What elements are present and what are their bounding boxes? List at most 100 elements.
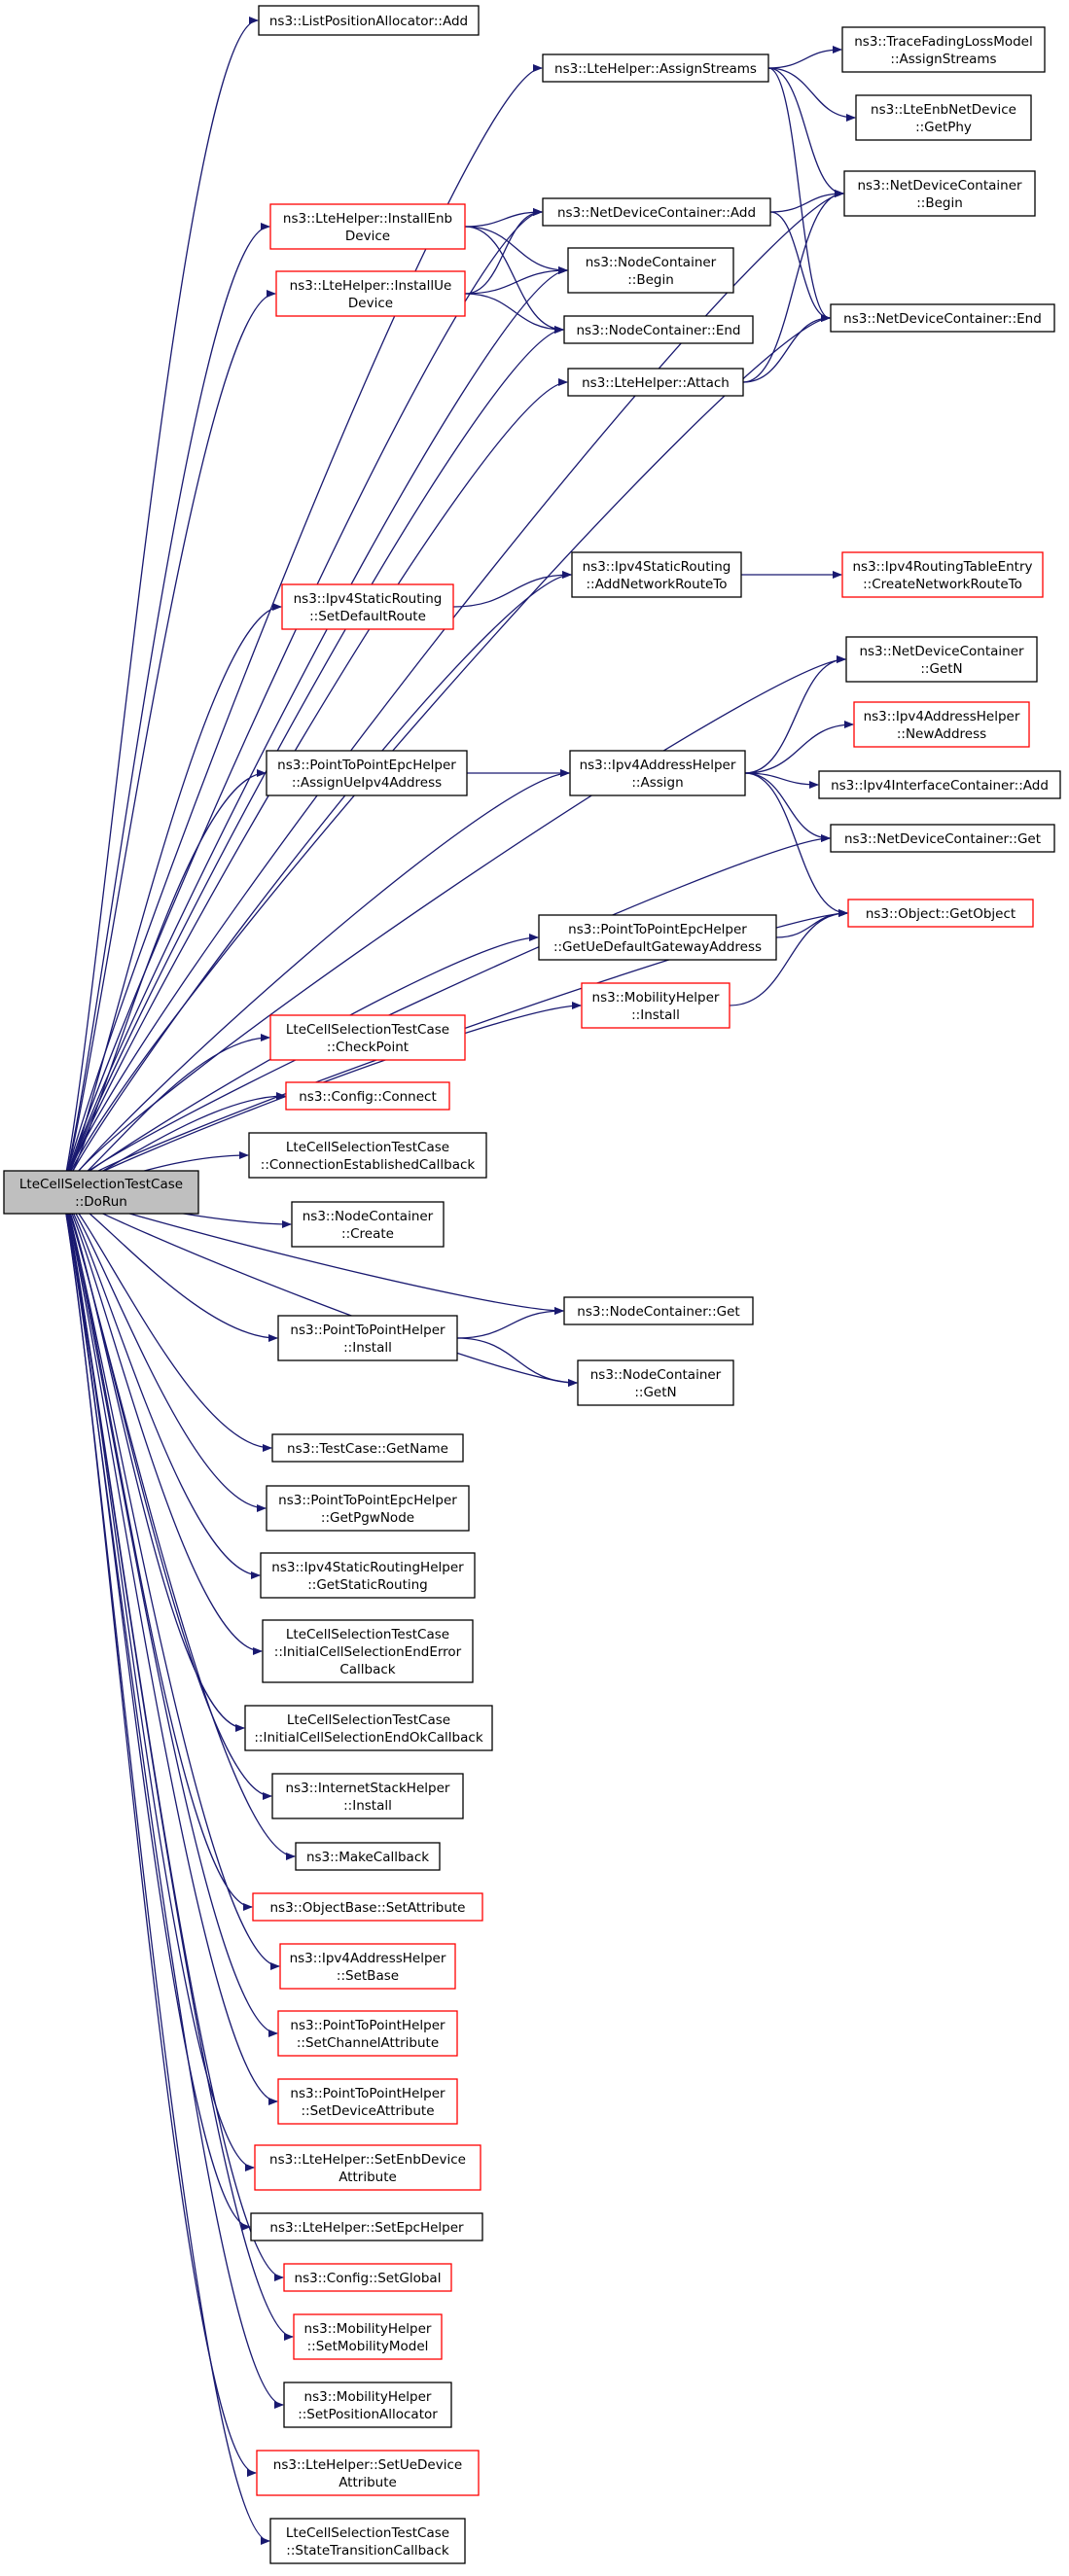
node-label: ns3::LteHelper::SetUeDevice bbox=[273, 2457, 462, 2473]
function-node[interactable]: ns3::Ipv4AddressHelper::SetBase bbox=[279, 1943, 456, 1990]
node-label: Callback bbox=[339, 1662, 395, 1677]
node-label: ns3::Config::Connect bbox=[299, 1089, 437, 1105]
function-node[interactable]: ns3::LteHelper::SetEpcHelper bbox=[250, 2212, 483, 2241]
function-node[interactable]: ns3::LteHelper::Attach bbox=[567, 368, 744, 397]
function-node[interactable]: ns3::NodeContainer::End bbox=[563, 315, 754, 344]
function-node[interactable]: ns3::LteHelper::AssignStreams bbox=[542, 53, 769, 83]
node-label: LteCellSelectionTestCase bbox=[286, 1627, 449, 1642]
function-node[interactable]: LteCellSelectionTestCase::ConnectionEsta… bbox=[248, 1132, 487, 1179]
function-node[interactable]: ns3::Ipv4StaticRouting::SetDefaultRoute bbox=[281, 583, 454, 630]
function-node[interactable]: ns3::Ipv4StaticRouting::AddNetworkRouteT… bbox=[571, 551, 742, 598]
call-edge bbox=[744, 772, 819, 789]
node-label: ::Install bbox=[631, 1007, 680, 1023]
node-label: ::InitialCellSelectionEndError bbox=[274, 1644, 462, 1660]
function-node[interactable]: ns3::Ipv4AddressHelper::NewAddress bbox=[853, 701, 1030, 748]
function-node[interactable]: ns3::MakeCallback bbox=[295, 1842, 441, 1871]
call-edge bbox=[61, 1191, 296, 1860]
node-box bbox=[855, 94, 1032, 141]
function-node[interactable]: ns3::NetDeviceContainer::Add bbox=[542, 197, 771, 227]
function-node[interactable]: ns3::NodeContainer::Begin bbox=[567, 247, 734, 294]
call-edge bbox=[744, 772, 831, 842]
function-node[interactable]: ns3::PointToPointHelper::SetDeviceAttrib… bbox=[277, 2078, 458, 2125]
function-node[interactable]: ns3::PointToPointEpcHelper::GetUeDefault… bbox=[538, 914, 777, 961]
function-node[interactable]: ns3::TraceFadingLossModel::AssignStreams bbox=[841, 26, 1046, 73]
function-node[interactable]: LteCellSelectionTestCase::CheckPoint bbox=[269, 1014, 466, 1061]
call-edge bbox=[61, 1191, 278, 2037]
node-label: ::Install bbox=[343, 1798, 392, 1814]
function-node[interactable]: LteCellSelectionTestCase::StateTransitio… bbox=[269, 2518, 466, 2564]
node-label: ns3::TestCase::GetName bbox=[287, 1441, 448, 1457]
function-node[interactable]: ns3::NetDeviceContainer::Begin bbox=[843, 170, 1036, 217]
node-label: ns3::MakeCallback bbox=[306, 1850, 429, 1865]
call-edge bbox=[464, 208, 543, 295]
node-box bbox=[258, 5, 480, 36]
function-node[interactable]: ns3::NetDeviceContainer::GetN bbox=[845, 636, 1038, 683]
function-node[interactable]: ns3::NodeContainer::Create bbox=[291, 1201, 445, 1248]
node-label: ns3::Ipv4AddressHelper bbox=[864, 709, 1020, 724]
node-label: ::SetBase bbox=[337, 1968, 399, 1984]
call-edge bbox=[61, 314, 831, 1193]
call-edge bbox=[61, 223, 270, 1193]
node-label: ns3::LteHelper::InstallUe bbox=[290, 278, 452, 294]
node-label: ::Begin bbox=[916, 195, 963, 211]
call-edge bbox=[61, 1191, 272, 1452]
node-label: ::SetDefaultRoute bbox=[309, 609, 426, 624]
function-node[interactable]: ns3::ListPositionAllocator::Add bbox=[258, 5, 480, 36]
function-node[interactable]: ns3::PointToPointEpcHelper::GetPgwNode bbox=[266, 1485, 470, 1532]
call-edge bbox=[61, 208, 543, 1193]
node-label: ns3::NetDeviceContainer::End bbox=[843, 311, 1042, 327]
node-label: ::GetN bbox=[920, 661, 962, 677]
function-node[interactable]: ns3::Config::SetGlobal bbox=[283, 2263, 452, 2292]
node-box bbox=[567, 247, 734, 294]
node-label: ::ConnectionEstablishedCallback bbox=[261, 1157, 476, 1173]
call-edge bbox=[61, 1191, 253, 1911]
function-node[interactable]: ns3::ObjectBase::SetAttribute bbox=[252, 1892, 483, 1922]
node-box bbox=[830, 824, 1055, 853]
node-box bbox=[847, 899, 1034, 928]
call-edge bbox=[61, 571, 572, 1193]
node-label: ns3::MobilityHelper bbox=[592, 990, 720, 1006]
function-node[interactable]: ns3::Config::Connect bbox=[285, 1081, 450, 1111]
node-box bbox=[248, 1132, 487, 1179]
function-node[interactable]: ns3::Ipv4StaticRoutingHelper::GetStaticR… bbox=[260, 1552, 476, 1599]
function-node[interactable]: ns3::MobilityHelper::SetPositionAllocato… bbox=[283, 2382, 452, 2428]
function-node[interactable]: ns3::NetDeviceContainer::End bbox=[830, 303, 1055, 333]
function-node[interactable]: ns3::PointToPointHelper::SetChannelAttri… bbox=[277, 2010, 458, 2057]
function-node[interactable]: ns3::Ipv4InterfaceContainer::Add bbox=[818, 770, 1061, 799]
node-label: ns3::PointToPointEpcHelper bbox=[277, 758, 456, 773]
function-node[interactable]: ns3::NetDeviceContainer::Get bbox=[830, 824, 1055, 853]
node-box bbox=[542, 197, 771, 227]
node-label: ns3::LteHelper::AssignStreams bbox=[554, 61, 757, 77]
node-box bbox=[818, 770, 1061, 799]
function-node[interactable]: LteCellSelectionTestCase::InitialCellSel… bbox=[262, 1619, 474, 1683]
node-label: ns3::PointToPointHelper bbox=[290, 1323, 445, 1338]
call-edge bbox=[464, 208, 543, 228]
function-node[interactable]: ns3::NodeContainer::GetN bbox=[577, 1359, 734, 1406]
node-label: ns3::Ipv4InterfaceContainer::Add bbox=[831, 778, 1049, 794]
node-label: ::SetPositionAllocator bbox=[298, 2407, 438, 2422]
node-label: ::CreateNetworkRouteTo bbox=[863, 577, 1022, 592]
root-node[interactable]: LteCellSelectionTestCase::DoRun bbox=[3, 1170, 199, 1215]
function-node[interactable]: ns3::Object::GetObject bbox=[847, 899, 1034, 928]
node-label: ::SetMobilityModel bbox=[307, 2339, 429, 2354]
node-label: Attribute bbox=[339, 2170, 397, 2185]
function-node[interactable]: ns3::Ipv4AddressHelper::Assign bbox=[569, 750, 746, 796]
function-node[interactable]: ns3::Ipv4RoutingTableEntry::CreateNetwor… bbox=[841, 551, 1044, 598]
function-node[interactable]: ns3::PointToPointHelper::Install bbox=[277, 1315, 458, 1361]
node-label: ::Begin bbox=[627, 272, 674, 288]
node-box bbox=[269, 203, 466, 250]
function-node[interactable]: ns3::NodeContainer::Get bbox=[563, 1296, 754, 1325]
node-box bbox=[295, 1842, 441, 1871]
function-node[interactable]: ns3::PointToPointEpcHelper::AssignUeIpv4… bbox=[266, 750, 468, 796]
function-node[interactable]: ns3::MobilityHelper::Install bbox=[581, 982, 730, 1029]
function-node[interactable]: ns3::InternetStackHelper::Install bbox=[271, 1773, 464, 1819]
function-node[interactable]: ns3::LteEnbNetDevice::GetPhy bbox=[855, 94, 1032, 141]
function-node[interactable]: ns3::MobilityHelper::SetMobilityModel bbox=[293, 2313, 443, 2360]
function-node[interactable]: LteCellSelectionTestCase::InitialCellSel… bbox=[244, 1705, 493, 1751]
function-node[interactable]: ns3::TestCase::GetName bbox=[271, 1433, 464, 1463]
call-edge bbox=[456, 1307, 564, 1339]
